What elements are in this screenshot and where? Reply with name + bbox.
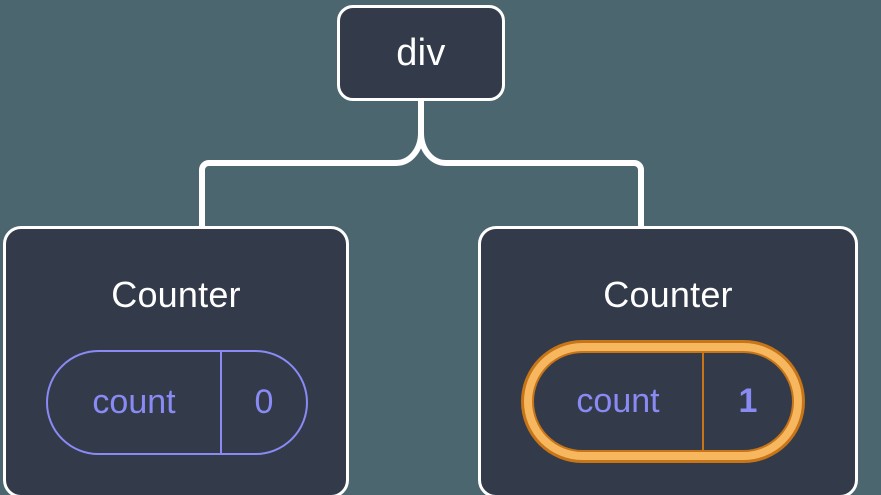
component-title: Counter [603,274,733,315]
state-pill-body: count 1 [532,351,794,452]
connector-branch-left [199,132,424,226]
highlight-ring: count 1 [524,343,802,460]
component-title: Counter [111,274,241,315]
connector-branch-right [418,132,644,226]
state-key-label: count [48,352,222,453]
state-value-label: 1 [738,382,758,420]
state-pill-count-highlighted[interactable]: count 1 [521,340,805,463]
component-card-counter-right[interactable]: Counter count 1 [478,226,858,495]
root-node-div[interactable]: div [337,5,505,101]
component-card-counter-left[interactable]: Counter count 0 [3,226,349,495]
root-node-label: div [396,32,446,74]
state-pill-count[interactable]: count 0 [46,350,308,455]
state-value-label: 0 [254,383,274,421]
state-key-label: count [534,353,704,450]
